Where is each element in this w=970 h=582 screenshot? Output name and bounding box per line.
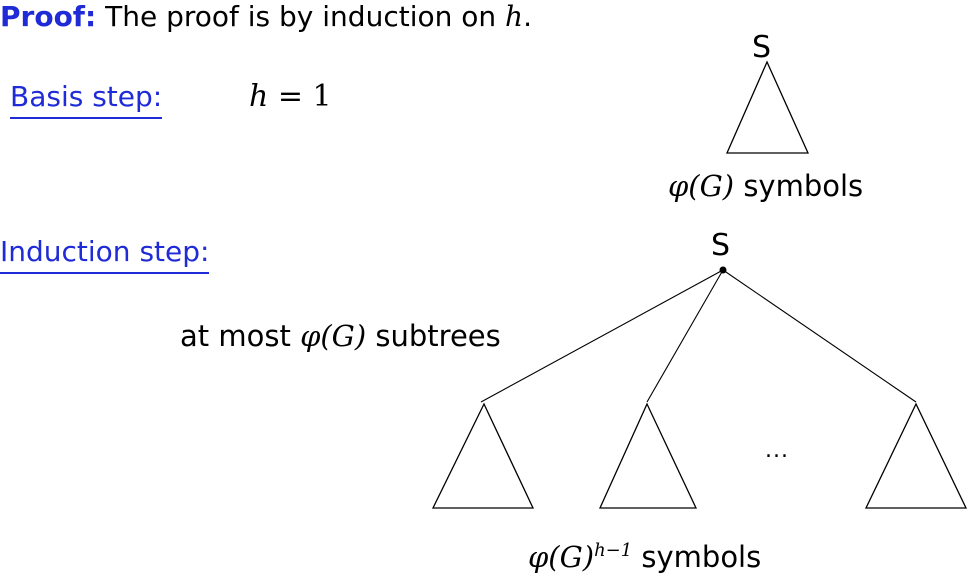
induction-root-node xyxy=(719,266,727,274)
subtrees-suffix: subtrees xyxy=(366,319,501,353)
induction-symbols-exponent: h−1 xyxy=(594,539,633,561)
basis-symbols-text: symbols xyxy=(734,169,864,203)
basis-root-label: S xyxy=(752,30,772,65)
ellipsis: ... xyxy=(765,438,789,463)
proof-statement: Proof: The proof is by induction on h. xyxy=(0,3,532,31)
basis-step-heading: Basis step: xyxy=(10,83,163,119)
basis-tree-triangle xyxy=(726,60,810,154)
edge-root-to-subtree-n xyxy=(722,269,917,403)
induction-symbols-text: symbols xyxy=(632,540,762,574)
basis-symbols-fn: φ(G) xyxy=(668,169,735,203)
basis-symbols-caption: φ(G) symbols xyxy=(668,172,863,201)
edge-root-to-subtree-2 xyxy=(646,269,724,403)
subtree-triangle-1 xyxy=(431,402,535,509)
subtrees-caption: at most φ(G) subtrees xyxy=(180,322,501,351)
subtree-triangle-n xyxy=(864,402,968,509)
basis-equation: h = 1 xyxy=(249,82,332,112)
induction-symbols-caption: φ(G)h−1 symbols xyxy=(528,539,762,574)
induction-step-heading: Induction step: xyxy=(0,238,210,274)
proof-text: The proof is by induction on xyxy=(105,0,497,33)
induction-root-label: S xyxy=(711,228,731,263)
proof-label: Proof: xyxy=(0,0,97,33)
basis-equation-value: = 1 xyxy=(268,79,332,114)
subtrees-prefix: at most xyxy=(180,319,301,353)
proof-variable: h xyxy=(505,0,524,33)
subtree-triangle-2 xyxy=(598,402,698,509)
subtrees-fn: φ(G) xyxy=(300,319,367,353)
induction-symbols-fn: φ(G) xyxy=(528,540,595,574)
basis-equation-var: h xyxy=(249,79,269,114)
proof-period: . xyxy=(523,0,532,33)
edge-root-to-subtree-1 xyxy=(480,269,724,403)
